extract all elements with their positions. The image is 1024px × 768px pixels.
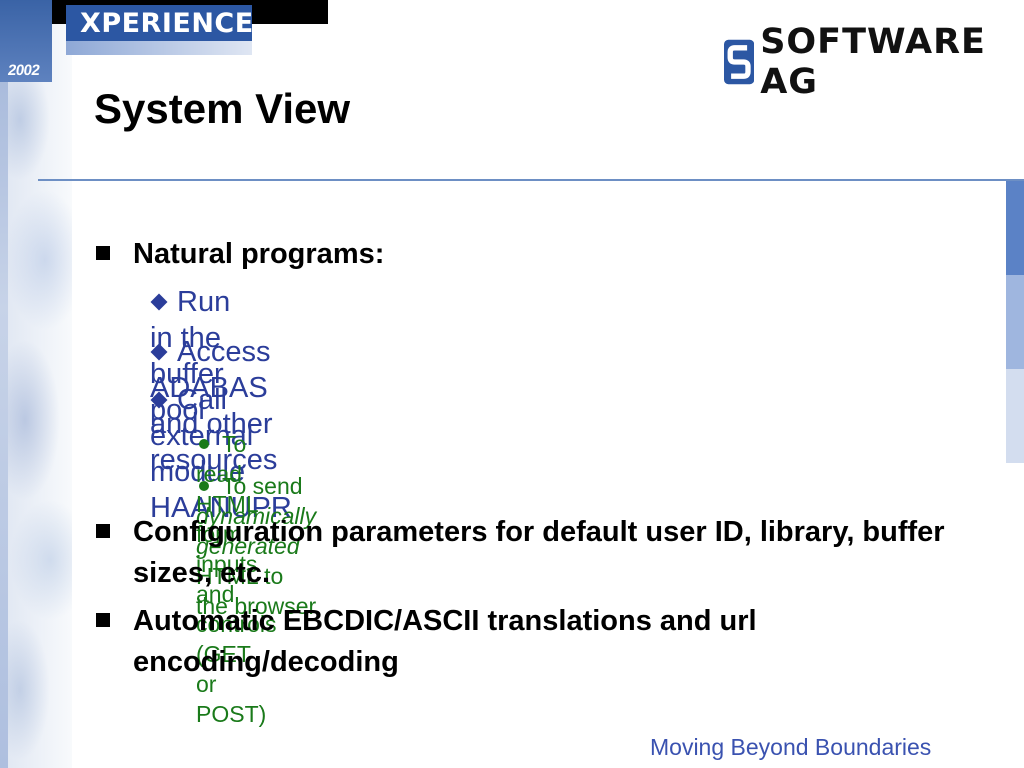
- bullet-text-prefix: To send: [222, 473, 303, 499]
- brand-banner: XPERIENCE: [66, 5, 254, 41]
- bullet-level1: Automatic EBCDIC/ASCII translations and …: [96, 601, 896, 683]
- square-bullet-icon: [96, 524, 110, 538]
- title-divider: [38, 179, 1024, 181]
- square-bullet-icon: [96, 246, 110, 260]
- bullet-text: To read HTML form inputs and controls (G…: [196, 431, 277, 727]
- software-ag-logo-icon: [724, 39, 755, 85]
- square-bullet-icon: [96, 613, 110, 627]
- bullet-level3: To send dynamically generated HTML to th…: [196, 471, 316, 621]
- bullet-text: Run in the buffer pool: [150, 286, 231, 426]
- bullet-text-emphasis: dynamically generated: [196, 503, 317, 559]
- dot-bullet-icon: [199, 481, 209, 491]
- dot-bullet-icon: [199, 439, 209, 449]
- brand-underline: [66, 41, 252, 55]
- logo-text: SOFTWARE AG: [760, 22, 986, 102]
- bullet-level1: Natural programs:: [96, 234, 996, 275]
- bullet-level2: Run in the buffer pool: [150, 284, 230, 428]
- diamond-bullet-icon: [150, 343, 168, 361]
- software-ag-logo: SOFTWARE AG: [724, 22, 1024, 102]
- bullet-level2: Access ADABAS and other resources: [150, 334, 277, 478]
- footer-tagline: Moving Beyond Boundaries: [650, 734, 932, 760]
- year-label: 2002: [6, 62, 41, 79]
- year-tab: [0, 0, 52, 82]
- bullet-level1: Configuration parameters for default use…: [96, 512, 976, 594]
- bullet-text: Automatic EBCDIC/ASCII translations and …: [133, 605, 757, 678]
- diamond-bullet-icon: [150, 391, 168, 409]
- left-decorative-stripe: [0, 0, 72, 768]
- brand-label: XPERIENCE: [80, 7, 254, 39]
- bullet-level3: To read HTML form inputs and controls (G…: [196, 429, 277, 729]
- bullet-text: Natural programs:: [133, 238, 385, 270]
- bullet-text: To send dynamically generated HTML to th…: [196, 473, 316, 619]
- slide-title: System View: [94, 85, 351, 132]
- bullet-text: Configuration parameters for default use…: [133, 516, 945, 589]
- bullet-text-suffix: HTML to the browser: [196, 563, 317, 619]
- bullet-text: Access ADABAS and other resources: [150, 336, 278, 476]
- diamond-bullet-icon: [150, 293, 168, 311]
- right-accent-bar: [1006, 181, 1024, 463]
